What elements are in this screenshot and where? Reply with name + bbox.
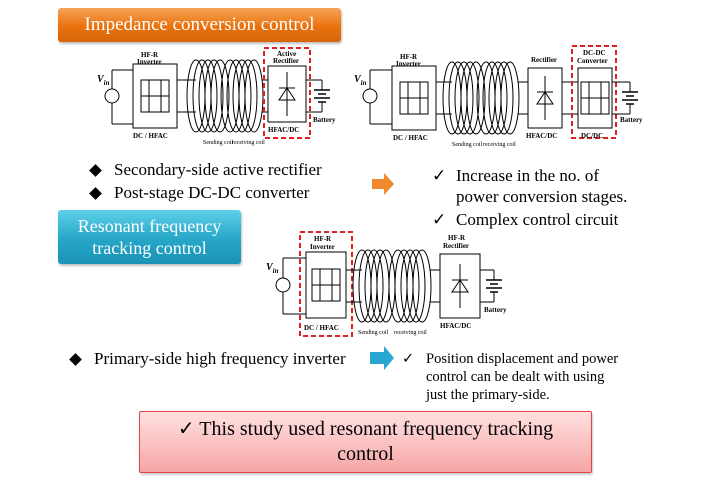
diamond-bullet-icon	[89, 186, 102, 200]
inverter-label-2b: Inverter	[396, 60, 421, 68]
vin-label-3: Vin	[266, 262, 279, 275]
active-label-2: Rectifier	[273, 57, 299, 65]
battery-icon	[313, 89, 331, 103]
inverter-block	[132, 63, 178, 129]
method-text-3: Primary-side high frequency inverter	[94, 349, 346, 368]
hfac-dc-label-2: HFAC/DC	[526, 132, 557, 140]
advantage-note: ✓ Position displacement and power contro…	[402, 350, 618, 404]
drawback-text-1a: Increase in the no. of	[456, 166, 600, 185]
voltage-source-icon-3	[275, 277, 291, 293]
inverter-label-1: HF-R	[141, 51, 159, 59]
blue-arrow-icon	[370, 346, 394, 370]
resonant-banner-line1: Resonant frequency	[77, 216, 222, 236]
method-text-2: Post-stage DC-DC converter	[114, 183, 310, 202]
dc-hfac-label-3: DC / HFAC	[304, 324, 339, 332]
battery-label-3: Battery	[484, 306, 507, 314]
inverter-label-2c: Inverter	[310, 243, 335, 251]
conclusion-box: ✓ This study used resonant frequency tra…	[139, 411, 592, 473]
receiving-coil-label-3: receiving coil	[394, 330, 427, 336]
dc-hfac-label-2: DC / HFAC	[393, 134, 428, 142]
method-item-2: Post-stage DC-DC converter	[88, 183, 309, 203]
check-icon: ✓	[402, 351, 415, 367]
battery-icon-2	[621, 91, 639, 105]
conclusion-text-1: This study used resonant frequency track…	[199, 418, 554, 440]
dc-dc-label: DC/DC	[581, 132, 603, 140]
resonant-banner-line2: tracking control	[92, 238, 207, 258]
drawback-item-2: ✓ Complex control circuit	[432, 209, 618, 230]
sending-coil-label: Sending coil	[203, 140, 233, 146]
advantage-text-3: just the primary-side.	[426, 387, 550, 403]
method-item-1: Secondary-side active rectifier	[88, 160, 322, 180]
rectifier-label: Rectifier	[531, 56, 557, 64]
vin-label-2: Vin	[354, 74, 367, 87]
voltage-source-icon	[104, 88, 120, 104]
resonant-tracking-banner: Resonant frequency tracking control	[58, 210, 241, 264]
advantage-text-1: Position displacement and power	[426, 351, 619, 367]
check-icon: ✓	[177, 418, 195, 440]
receiving-coil-label: receiving coil	[232, 140, 265, 146]
receiving-coil-label-2: receiving coil	[483, 142, 516, 148]
sending-coil-label-2: Sending coil	[452, 142, 482, 148]
hfr-rectifier-label-1: HF-R	[448, 234, 466, 242]
drawback-item-1: ✓ Increase in the no. of power conversio…	[432, 165, 627, 207]
drawback-text-1b: power conversion stages.	[456, 187, 628, 206]
voltage-source-icon-2	[362, 88, 378, 104]
drawback-text-2: Complex control circuit	[456, 210, 619, 229]
impedance-banner-text: Impedance conversion control	[84, 14, 315, 35]
sending-coil-label-3: Sending coil	[358, 330, 388, 336]
battery-label-2: Battery	[620, 116, 643, 124]
vin-label: Vin	[97, 74, 110, 87]
inverter-label-1b: HF-R	[400, 53, 418, 61]
active-rectifier-highlight	[263, 47, 311, 139]
diamond-bullet-icon	[69, 352, 82, 366]
diamond-bullet-icon	[89, 163, 102, 177]
orange-arrow-icon	[372, 173, 394, 195]
primary-inverter-highlight	[299, 231, 353, 337]
inverter-label-2: Inverter	[137, 58, 162, 66]
dcdc-label-2: Converter	[577, 57, 608, 65]
check-icon: ✓	[432, 166, 447, 185]
diagram-dcdc-converter: Vin HF-R Inverter DC / HFAC Sending coil…	[354, 45, 643, 148]
dcdc-label-1: DC-DC	[583, 49, 606, 57]
hfr-rectifier-label-2: Rectifier	[443, 242, 469, 250]
dcdc-converter-highlight	[571, 45, 617, 139]
diagram-primary-inverter: Vin HF-R Inverter DC / HFAC Sending coil…	[266, 231, 507, 337]
conclusion-text-2: control	[337, 443, 394, 465]
battery-label: Battery	[313, 116, 336, 124]
diagram-active-rectifier: Vin HF-R Inverter DC / HFAC Sending coil…	[97, 47, 336, 146]
hfac-dc-label-3: HFAC/DC	[440, 322, 471, 330]
dc-hfac-label: DC / HFAC	[133, 132, 168, 140]
hfac-dc-label: HFAC/DC	[268, 126, 299, 134]
advantage-text-2: control can be dealt with using	[426, 369, 605, 385]
battery-icon-3	[485, 279, 503, 293]
impedance-conversion-banner: Impedance conversion control	[58, 8, 341, 42]
method-item-3: Primary-side high frequency inverter	[68, 349, 346, 369]
inverter-label-1c: HF-R	[314, 235, 332, 243]
active-label-1: Active	[277, 50, 296, 58]
check-icon: ✓	[432, 210, 447, 229]
method-text-1: Secondary-side active rectifier	[114, 160, 322, 179]
